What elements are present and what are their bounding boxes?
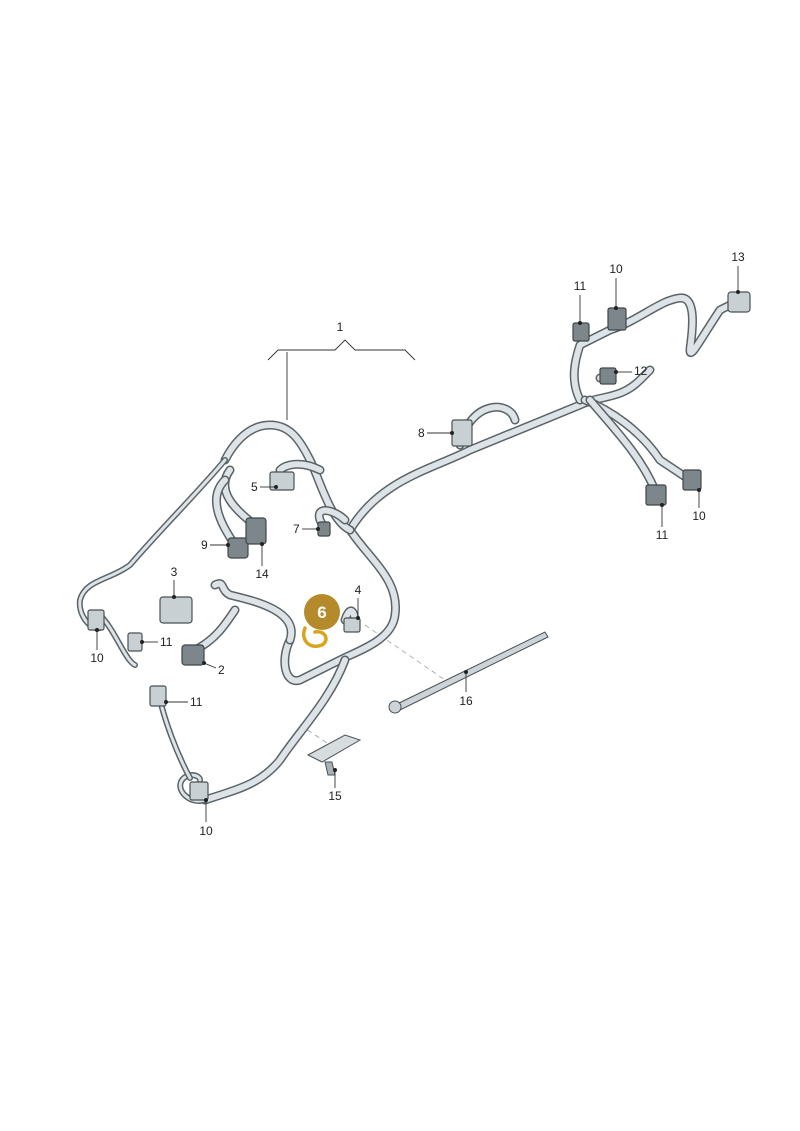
callout-10-right: 10 (692, 509, 706, 523)
connector-14 (245, 517, 267, 545)
callout-13: 13 (731, 250, 745, 264)
callout-9: 9 (201, 538, 208, 552)
connector-10-top (607, 307, 627, 331)
callout-5: 5 (251, 480, 258, 494)
part-6-badge (304, 594, 340, 630)
connector-10-bottom (189, 781, 209, 801)
connector-11-bottom (149, 685, 167, 707)
callout-4: 4 (355, 583, 362, 597)
cable-tie-16 (388, 631, 549, 714)
callout-11-top: 11 (574, 279, 587, 293)
connector-2 (181, 644, 205, 666)
guide-line-16 (364, 624, 446, 681)
connector-11-top (572, 322, 590, 342)
connector-13 (727, 291, 751, 313)
connector-3 (159, 596, 193, 624)
callout-8: 8 (418, 426, 425, 440)
callout-10-bottom: 10 (199, 824, 213, 838)
main-harness (190, 293, 745, 805)
callout-3: 3 (171, 565, 178, 579)
clip-15 (306, 734, 362, 776)
callout-10-top: 10 (609, 262, 623, 276)
guide-line-15 (299, 724, 331, 746)
callout-14: 14 (255, 567, 269, 581)
connectors (87, 291, 751, 801)
callout-15: 15 (328, 789, 342, 803)
connector-4 (343, 617, 361, 633)
part-6-label: 6 (317, 603, 326, 622)
connector-10-right (682, 469, 702, 491)
callout-11-bottom: 11 (190, 695, 203, 709)
callout-16: 16 (459, 694, 473, 708)
callout-labels: 1 2 3 4 5 7 8 9 10 10 10 10 11 11 11 11 … (90, 250, 745, 838)
connector-9 (227, 537, 249, 559)
bracket-item-1 (267, 339, 416, 361)
connector-12 (599, 367, 617, 385)
callout-7: 7 (293, 522, 300, 536)
connector-11-right (645, 484, 667, 506)
callout-10-left: 10 (90, 651, 104, 665)
highlighted-part-6: 6 (302, 594, 340, 648)
connector-8 (451, 419, 473, 447)
callout-2: 2 (218, 663, 225, 677)
callout-12: 12 (634, 364, 648, 378)
connector-10-left (87, 609, 105, 631)
callout-1: 1 (337, 320, 344, 334)
connector-11-left (127, 632, 143, 652)
callout-11-right: 11 (656, 528, 669, 542)
callout-11-left: 11 (160, 635, 173, 649)
